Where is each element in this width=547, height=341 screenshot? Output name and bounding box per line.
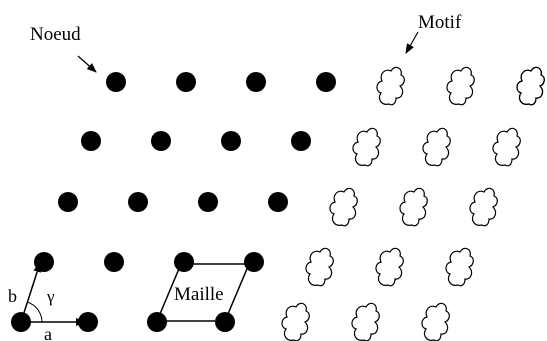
lattice-node (58, 192, 78, 212)
lattice-node (316, 72, 336, 92)
lattice-node (198, 192, 218, 212)
motif (516, 66, 545, 106)
motif (351, 302, 380, 341)
node-label: Noeud (30, 24, 81, 45)
lattice-node (215, 312, 235, 332)
angle-gamma-label: γ (46, 287, 55, 306)
lattice-node (78, 312, 98, 332)
unit-cell-outline (155, 263, 251, 322)
motif (281, 302, 310, 341)
lattice-node (246, 72, 266, 92)
lattice-node (176, 72, 196, 92)
motif (445, 247, 474, 287)
vector-b-label: b (8, 286, 17, 306)
cell-label: Maille (174, 284, 224, 305)
motif (399, 187, 428, 227)
lattice-node (244, 252, 264, 272)
motif (375, 247, 404, 287)
motif (421, 302, 450, 341)
lattice-node (147, 312, 167, 332)
lattice-node (174, 252, 194, 272)
motif-group (281, 66, 545, 341)
lattice-node (104, 252, 124, 272)
motif (492, 127, 521, 167)
node-pointer-arrow (77, 55, 97, 73)
motif (376, 66, 405, 106)
vector-a-label: a (44, 324, 52, 341)
vector-b-arrow (20, 262, 42, 323)
lattice-node (81, 131, 101, 151)
lattice-node (151, 131, 171, 151)
lattice-node (291, 131, 311, 151)
motif-pointer-arrow (405, 31, 419, 54)
lattice-node (221, 131, 241, 151)
lattice-node (128, 192, 148, 212)
lattice-node (106, 72, 126, 92)
angle-gamma-arc (26, 301, 43, 323)
motif (305, 247, 334, 287)
motif-label: Motif (418, 12, 462, 33)
motif (446, 66, 475, 106)
lattice-node (34, 252, 54, 272)
motif (352, 127, 381, 167)
lattice-node (268, 192, 288, 212)
motif (422, 127, 451, 167)
motif (469, 187, 498, 227)
motif (329, 187, 358, 227)
